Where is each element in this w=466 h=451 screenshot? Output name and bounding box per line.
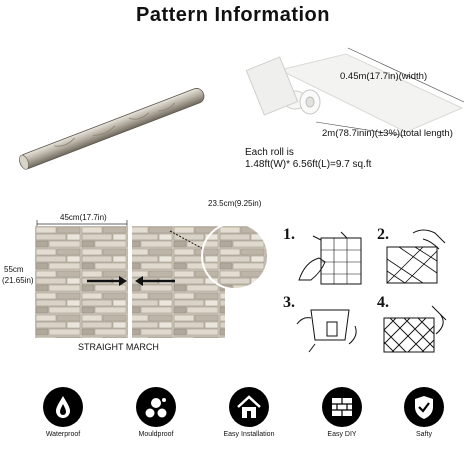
step-2-illustration: [386, 229, 446, 284]
step-4-illustration: [383, 305, 447, 353]
roll-width-label: 0.45m(17.7in)(width): [340, 71, 428, 82]
panel-height-label: 55cm: [4, 265, 24, 274]
step-3-number: 3.: [283, 294, 295, 311]
match-type-label: STRAIGHT MARCH: [78, 342, 159, 352]
water-drop-icon: [43, 387, 83, 427]
feature-mouldproof: Mouldproof: [116, 387, 196, 438]
feature-easy-diy: Easy DIY: [302, 387, 382, 438]
step-4-number: 4.: [377, 294, 389, 311]
step-2-number: 2.: [377, 226, 389, 243]
feature-label: Waterproof: [45, 431, 81, 438]
shield-check-icon: [404, 387, 444, 427]
step-1-number: 1.: [283, 226, 295, 243]
brick-wall-icon: [322, 387, 362, 427]
feature-label: Mouldproof: [138, 431, 174, 438]
feature-label: Safty: [416, 431, 432, 438]
rolled-wallpaper-image: [19, 88, 205, 170]
step-3-illustration: [296, 309, 357, 353]
coverage-line-1: Each roll is: [245, 147, 294, 158]
page-title: Pattern Information: [136, 4, 330, 26]
panel-height-label-in: (21.65in): [2, 276, 34, 285]
feature-safety: Safty: [384, 387, 464, 438]
house-icon: [229, 387, 269, 427]
feature-easy-installation: Easy Installation: [209, 387, 289, 438]
panel-width-label: 45cm(17.7in): [60, 213, 107, 222]
feature-waterproof: Waterproof: [23, 387, 103, 438]
unrolled-roll-diagram: [245, 47, 465, 137]
repeat-label: 23.5cm(9.25in): [208, 199, 262, 208]
feature-label: Easy DIY: [327, 431, 357, 438]
feature-label: Easy Installation: [223, 431, 275, 438]
roll-length-label: 2m(78.7inin)(±3%)(total length): [322, 128, 453, 139]
mould-spores-icon: [136, 387, 176, 427]
stone-panels-image: [35, 226, 267, 338]
coverage-line-2: 1.48ft(W)* 6.56ft(L)=9.7 sq.ft: [245, 159, 372, 170]
step-1-illustration: [298, 231, 362, 285]
